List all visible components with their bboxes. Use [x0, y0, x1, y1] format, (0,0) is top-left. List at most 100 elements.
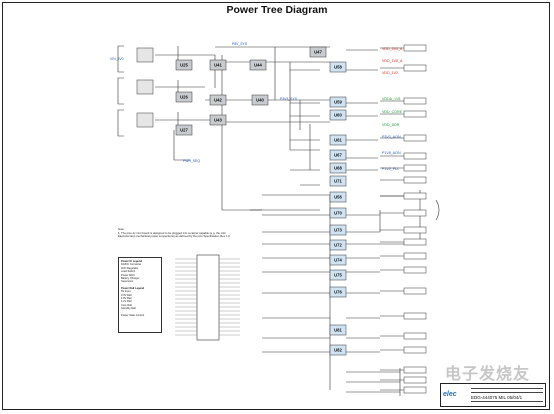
power-block-u42: U42 [209, 94, 227, 106]
bus-label-sys_bus: P3V3_SYS [280, 97, 298, 101]
legend-item: DC/DC Converter [121, 263, 142, 267]
output-ports [380, 44, 427, 394]
power-block-u58: U58 [329, 61, 347, 73]
power-block-u56: U56 [329, 191, 347, 203]
legend-item: Core Rail [121, 303, 132, 307]
power-block-label: U40 [256, 98, 264, 103]
output-port [403, 97, 427, 105]
power-block-u60: U60 [329, 109, 347, 121]
legend-item: 1.2V Rail [121, 300, 132, 304]
bus-label-vin: VIN_5V0 [110, 57, 124, 61]
power-block-u47: U47 [309, 46, 327, 58]
power-block-u27: U27 [175, 124, 193, 136]
power-block-label: U42 [214, 98, 222, 103]
power-block-label: U41 [214, 63, 222, 68]
power-block-label: U60 [334, 113, 342, 118]
watermark: 电子发烧友 [445, 366, 531, 383]
power-block-u73: U73 [329, 224, 347, 236]
power-block-u68: U68 [329, 162, 347, 174]
power-block-u81: U81 [329, 324, 347, 336]
power-block-label: U26 [180, 95, 188, 100]
power-block-u75: U75 [329, 269, 347, 281]
legend-item: Battery Charger [121, 277, 140, 281]
power-block-label: U58 [334, 65, 342, 70]
power-block-u59: U59 [329, 96, 347, 108]
power-block-label: U61 [334, 138, 342, 143]
input-jack-2 [136, 79, 154, 95]
rail-label: P1V0_PLL [382, 167, 399, 171]
note-block: Note 1. The pico-itx mini board is desig… [118, 227, 266, 239]
output-port [403, 366, 427, 374]
power-block-label: U67 [334, 153, 342, 158]
output-port [403, 386, 427, 394]
rail-labels: VDD_3V3_AVDD_1V8_AVDD_1V2VDDA_1V8VDD_COR… [110, 42, 403, 171]
output-port [403, 287, 427, 295]
power-block-label: U76 [334, 290, 342, 295]
bus-label-lower_left: PWR_SEQ [183, 159, 200, 163]
note-heading: Note [118, 227, 124, 231]
output-port [403, 238, 427, 246]
output-port [403, 209, 427, 217]
header-connector [175, 254, 240, 341]
note-line-2: Electrical and mechanical power connecti… [118, 234, 230, 239]
output-port [403, 152, 427, 160]
power-block-label: U72 [334, 243, 342, 248]
power-block-label: U43 [214, 118, 222, 123]
output-port [403, 226, 427, 234]
legend-item: Power MUX [121, 273, 135, 277]
legend-item: Supervisor [121, 280, 134, 284]
output-port [403, 346, 427, 354]
output-port [403, 110, 427, 118]
power-block-u41: U41 [209, 59, 227, 71]
output-port [403, 252, 427, 260]
rail-label: P3V3_AON [382, 135, 401, 139]
power-block-label: U74 [334, 258, 342, 263]
output-port [403, 44, 427, 52]
power-block-u72: U72 [329, 239, 347, 251]
power-block-u44: U44 [249, 59, 267, 71]
rail-label: VDD_1V8_A [382, 59, 403, 63]
power-block-label: U82 [334, 348, 342, 353]
rail-label: VDD_DDR [382, 123, 400, 127]
page-title: Power Tree Diagram [226, 4, 328, 16]
output-port [403, 376, 427, 384]
rail-label: VDD_CORE [382, 110, 403, 114]
company-logo: elec [443, 391, 457, 398]
output-port [403, 192, 427, 200]
rail-label: P1V8_AON [382, 151, 401, 155]
legend-group1-title: Power IC Legend [121, 260, 143, 263]
rail-label: VDDA_1V8 [382, 97, 400, 101]
legend-footer: Power State Control [121, 313, 145, 317]
power-block-u61: U61 [329, 134, 347, 146]
legend-item: LDO Regulator [121, 266, 139, 270]
note-line-1: 1. The pico-itx mini board is designed t… [118, 230, 226, 235]
power-block-u71: U71 [329, 175, 347, 187]
bus-label-vin_bus: P5V_SYS [232, 42, 248, 46]
output-port [403, 332, 427, 340]
power-block-label: U68 [334, 166, 342, 171]
power-block-u74: U74 [329, 254, 347, 266]
power-block-label: U56 [334, 195, 342, 200]
title-block: elec EDG-444075 MIL 05/04/1 [440, 383, 546, 407]
input-jack-1 [136, 47, 154, 63]
power-block-label: U73 [334, 228, 342, 233]
power-block-label: U71 [334, 179, 342, 184]
rail-label: VDD_1V2 [382, 71, 398, 75]
power-block-label: U44 [254, 63, 262, 68]
power-block-label: U59 [334, 100, 342, 105]
power-block-u67: U67 [329, 149, 347, 161]
power-block-u25: U25 [175, 59, 193, 71]
output-port [403, 176, 427, 184]
legend-item: 3.3V Rail [121, 293, 132, 297]
legend-item: Standby Rail [121, 307, 136, 311]
power-block-u70: U70 [329, 207, 347, 219]
power-block-u43: U43 [209, 114, 227, 126]
power-block-label: U81 [334, 328, 342, 333]
power-block-u76: U76 [329, 286, 347, 298]
input-jack-3 [136, 112, 154, 128]
power-block-label: U47 [314, 50, 322, 55]
